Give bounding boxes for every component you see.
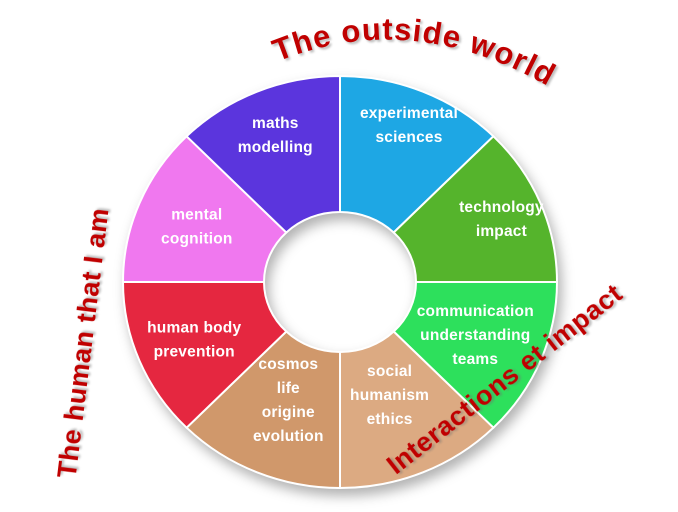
segment-maths-modelling	[185, 74, 341, 234]
segment-cosmos-life-origine-evolution	[185, 330, 341, 490]
segment-communication-understanding-teams	[392, 281, 559, 430]
segment-social-humanism-ethics	[339, 330, 495, 490]
segment-technology-impact	[392, 134, 559, 283]
segment-human-body-prevention	[121, 281, 288, 430]
segment-mental-cognition	[121, 134, 288, 283]
wheel-segments	[121, 74, 559, 490]
segment-experimental-sciences	[339, 74, 495, 234]
outer-label-left: The human that I am	[52, 206, 115, 480]
